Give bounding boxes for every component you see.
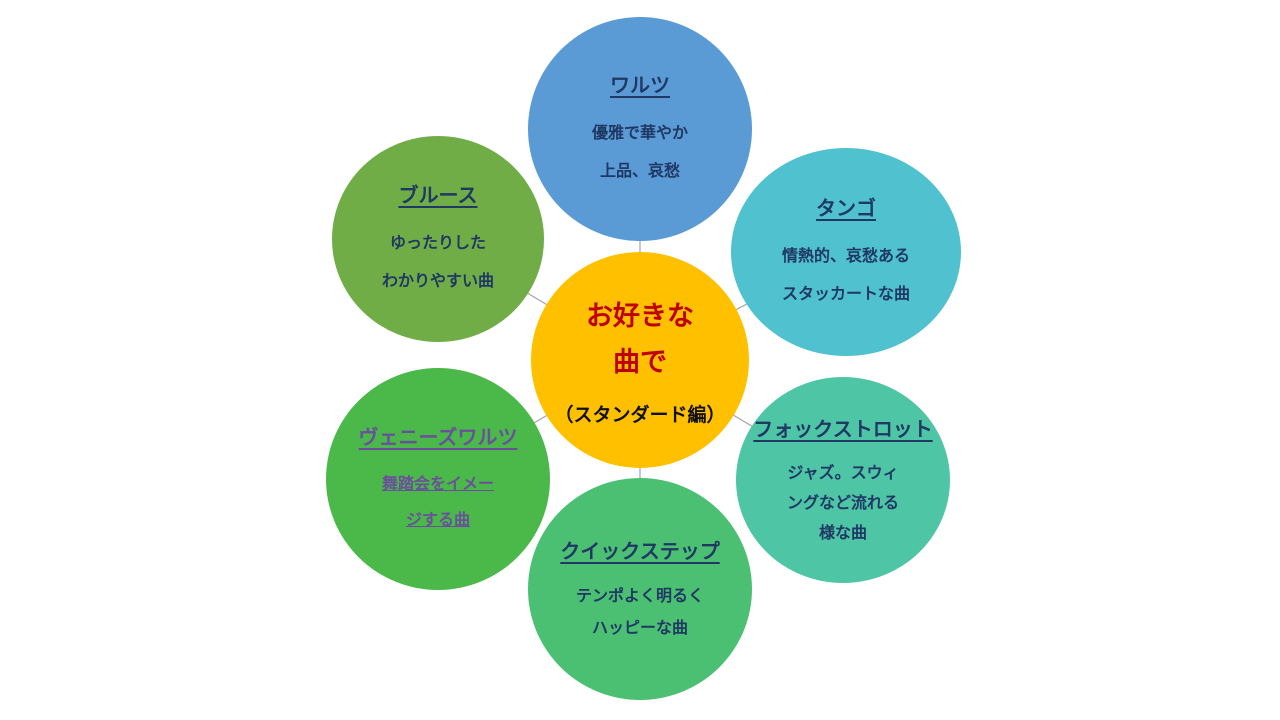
node-title: クイックステップ: [560, 538, 720, 563]
node-description: ゆったりした わかりやすい曲: [381, 232, 494, 290]
node-title: フォックストロット: [753, 416, 933, 441]
node-description: テンポよく明るく ハッピーな曲: [575, 585, 704, 637]
center-node: お好きな 曲で （スタンダード編）: [531, 252, 749, 468]
node-tango: タンゴ 情熱的、哀愁ある スタッカートな曲: [731, 148, 961, 356]
node-description: 舞踏会をイメー ジする曲: [381, 473, 494, 529]
center-title: お好きな 曲で: [586, 300, 694, 378]
node-foxtrot: フォックストロット ジャズ。スウィ ングなど流れる 様な曲: [736, 377, 950, 583]
node-quickstep: クイックステップ テンポよく明るく ハッピーな曲: [528, 478, 752, 700]
node-description: 情熱的、哀愁ある スタッカートな曲: [781, 245, 910, 303]
center-subtitle: （スタンダード編）: [554, 403, 726, 426]
node-blues: ブルース ゆったりした わかりやすい曲: [332, 136, 544, 342]
node-waltz: ワルツ 優雅で華やか 上品、哀愁: [528, 17, 752, 241]
node-title: ワルツ: [610, 72, 670, 97]
node-description: ジャズ。スウィ ングなど流れる 様な曲: [786, 462, 899, 542]
node-title: ブルース: [398, 182, 478, 207]
node-title: ヴェニーズワルツ: [358, 424, 518, 449]
node-viennese-waltz: ヴェニーズワルツ 舞踏会をイメー ジする曲: [326, 368, 550, 590]
node-title: タンゴ: [816, 195, 876, 220]
node-description: 優雅で華やか 上品、哀愁: [591, 122, 688, 180]
